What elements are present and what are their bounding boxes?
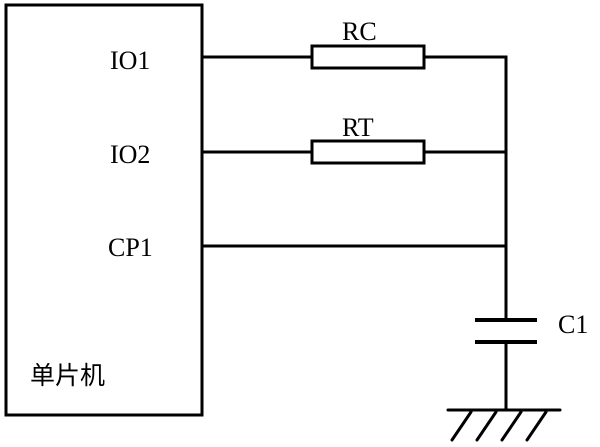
ground-icon bbox=[446, 408, 562, 442]
microcontroller-block bbox=[4, 3, 204, 417]
capacitor-c1-label: C1 bbox=[558, 310, 588, 339]
resistor-rt bbox=[310, 139, 426, 165]
pin-label-io2: IO2 bbox=[110, 140, 150, 169]
pin-label-cp1: CP1 bbox=[108, 233, 153, 262]
pin-label-io1: IO1 bbox=[110, 46, 150, 75]
microcontroller-label: 单片机 bbox=[30, 361, 105, 390]
resistor-rc-label: RC bbox=[342, 17, 377, 46]
resistor-rc bbox=[310, 44, 426, 70]
resistor-rt-label: RT bbox=[342, 113, 374, 142]
